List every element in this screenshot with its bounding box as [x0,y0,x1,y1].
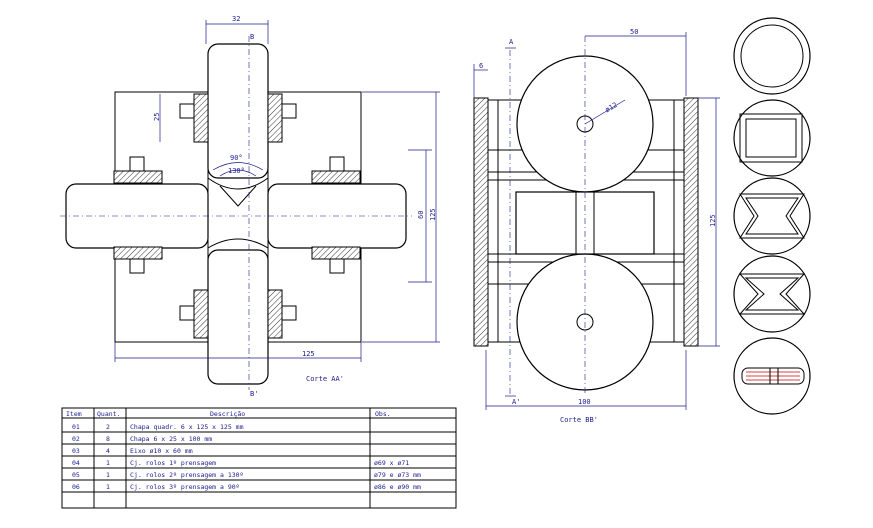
table-header-desc: Descrição [210,410,245,418]
table-cell: 03 [72,447,80,455]
mount-plate [311,170,361,184]
bottom-roller [207,249,269,385]
dim-60: 60 [417,211,425,219]
mount-plate [113,246,163,260]
table-row: 02 8 Chapa 6 x 25 x 100 mm [72,435,212,443]
table-cell: 8 [106,435,110,443]
section-aa-view: 32 B B' 25 90° 130° 60 125 125 Corte AA' [60,15,440,398]
profile-sequence [733,17,811,415]
dim-50: 50 [630,28,638,36]
table-cell: Cj. rolos 1º prensagem [130,459,216,467]
mount-plate [193,93,209,143]
mount-plate [267,93,283,143]
dim-125-right: 125 [429,208,437,221]
table-row: 01 2 Chapa quadr. 6 x 125 x 125 mm [72,423,244,431]
table-row: 04 1 Cj. rolos 1º prensagem ø69 x ø71 [72,459,409,467]
corte-aa-label: Corte AA' [306,375,344,383]
table-cell: Cj. rolos 2º prensagem a 130º [130,471,244,479]
table-header-quant: Quant. [97,410,120,418]
table-cell: 06 [72,483,80,491]
profile-130 [733,177,811,255]
dim-125-mid: 125 [709,214,717,227]
table-cell: ø86 e ø90 mm [374,483,421,491]
table-cell: 1 [106,483,110,491]
table-row: 06 1 Cj. rolos 3º prensagem a 90º ø86 e … [72,483,421,491]
table-row: 03 4 Eixo ø10 x 60 mm [72,447,193,455]
side-plate [683,97,699,347]
table-cell: Cj. rolos 3º prensagem a 90º [130,483,240,491]
table-cell: ø69 x ø71 [374,459,409,467]
angle-130: 130° [228,167,245,175]
profile-square [733,99,811,177]
profile-90 [733,255,811,333]
table-cell: Chapa 6 x 25 x 100 mm [130,435,212,443]
dim-100: 100 [578,398,591,406]
table-row: 05 1 Cj. rolos 2º prensagem a 130º ø79 e… [72,471,421,479]
profile-round [733,17,811,95]
table-cell: ø79 e ø73 mm [374,471,421,479]
section-b-prime-label: B' [250,390,258,398]
table-cell: Eixo ø10 x 60 mm [130,447,193,455]
table-header-item: Item [66,410,82,418]
table-header-obs: Obs. [375,410,391,418]
mount-plate [113,170,163,184]
mount-plate [311,246,361,260]
dim-25: 25 [153,113,161,121]
dim-32: 32 [232,15,240,23]
dim-6: 6 [479,62,483,70]
table-cell: 05 [72,471,80,479]
mount-plate [267,289,283,339]
parts-table: Item Quant. Descrição Obs. 01 2 Chapa qu… [61,407,457,509]
section-a-label: A [509,38,514,46]
dim-125-bottom: 125 [302,350,315,358]
table-cell: 2 [106,423,110,431]
table-cell: 04 [72,459,80,467]
table-cell: Chapa quadr. 6 x 125 x 125 mm [130,423,244,431]
corte-bb-label: Corte BB' [560,416,598,424]
table-cell: 01 [72,423,80,431]
section-bb-view: 6 A 50 ø12 125 A' 100 Corte BB' [473,28,720,424]
section-b-label: B [250,33,254,41]
table-cell: 02 [72,435,80,443]
section-a-prime-label: A' [512,398,520,406]
side-plate [473,97,489,347]
angle-90: 90° [230,154,243,162]
table-cell: 1 [106,459,110,467]
table-cell: 1 [106,471,110,479]
table-cell: 4 [106,447,110,455]
mount-plate [193,289,209,339]
